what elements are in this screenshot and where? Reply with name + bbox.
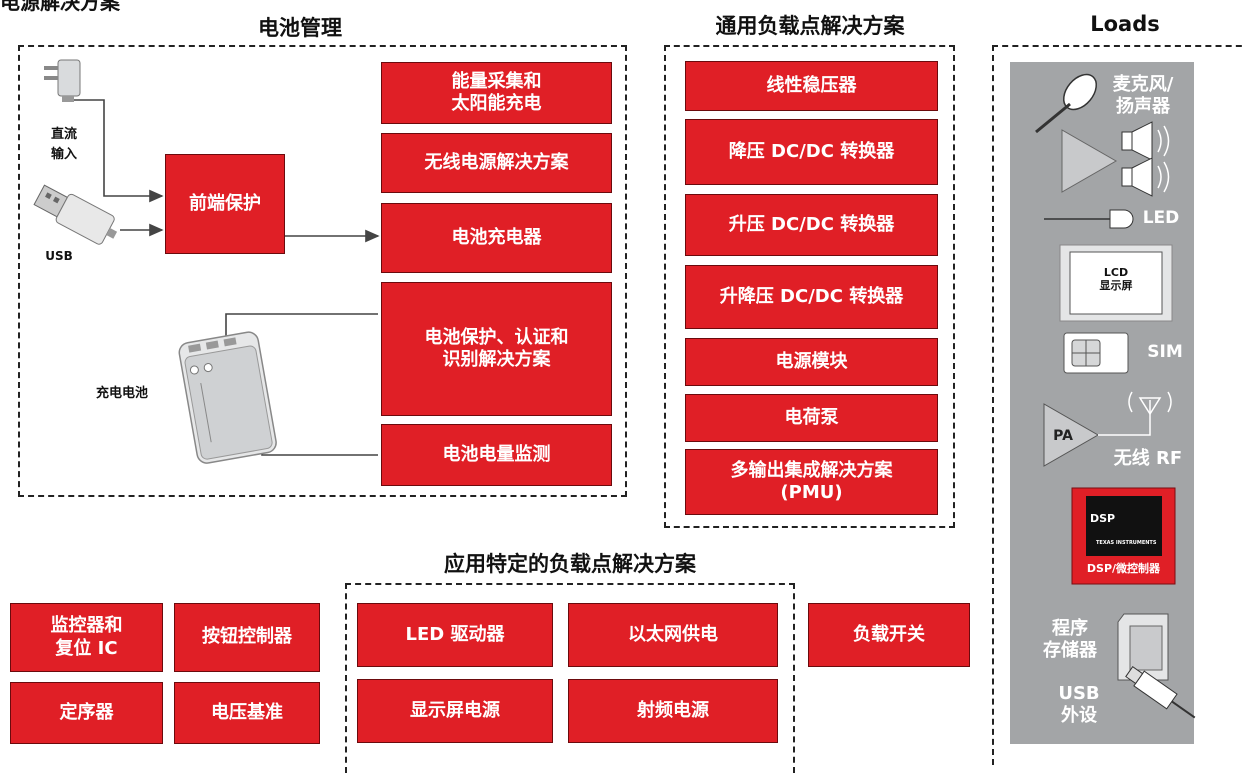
pushbutton-controller-box[interactable]: 按钮控制器 xyxy=(174,603,320,672)
boost-converter-box[interactable]: 升压 DC/DC 转换器 xyxy=(685,194,938,256)
buck-converter-box[interactable]: 降压 DC/DC 转换器 xyxy=(685,119,938,185)
buck-boost-converter-box[interactable]: 升降压 DC/DC 转换器 xyxy=(685,265,938,329)
app-pol-group-frame xyxy=(345,583,795,773)
page-title: 电源解决方案 xyxy=(0,0,120,14)
mic-speaker-label: 麦克风/ 扬声器 xyxy=(1112,74,1174,117)
sim-card-icon xyxy=(1063,332,1129,374)
usb-peripheral-label: USB 外设 xyxy=(1058,683,1100,726)
loads-section-title: Loads xyxy=(1090,12,1160,36)
usb-plug-icon xyxy=(1125,666,1196,719)
pol-section-title: 通用负载点解决方案 xyxy=(715,14,905,38)
battery-protection-box[interactable]: 电池保护、认证和 识别解决方案 xyxy=(381,282,612,416)
power-module-box[interactable]: 电源模块 xyxy=(685,338,938,386)
battery-section-title: 电池管理 xyxy=(258,16,342,40)
poe-box[interactable]: 以太网供电 xyxy=(568,603,778,667)
voltage-reference-box[interactable]: 电压基准 xyxy=(174,682,320,744)
dsp-mcu-label: DSP/微控制器 xyxy=(1086,562,1161,575)
usb-label: USB xyxy=(45,249,73,263)
front-end-protection-box[interactable]: 前端保护 xyxy=(165,154,285,254)
ti-logo-text: TEXAS INSTRUMENTS xyxy=(1096,540,1157,546)
memory-card-icon xyxy=(1117,613,1169,681)
charge-pump-box[interactable]: 电荷泵 xyxy=(685,394,938,442)
sequencer-box[interactable]: 定序器 xyxy=(10,682,163,744)
battery-group-frame xyxy=(18,45,627,497)
wireless-power-box[interactable]: 无线电源解决方案 xyxy=(381,133,612,193)
pa-amplifier-icon xyxy=(1043,391,1172,467)
lcd-label: LCD 显示屏 xyxy=(1099,266,1133,293)
speaker-icon xyxy=(1061,121,1170,197)
supervisor-reset-box[interactable]: 监控器和 复位 IC xyxy=(10,603,163,672)
fuel-gauge-box[interactable]: 电池电量监测 xyxy=(381,424,612,486)
led-label: LED xyxy=(1142,208,1180,228)
rf-power-box[interactable]: 射频电源 xyxy=(568,679,778,743)
led-icon xyxy=(1044,209,1134,229)
battery-label: 充电电池 xyxy=(95,386,148,401)
led-driver-box[interactable]: LED 驱动器 xyxy=(357,603,553,667)
pmu-box[interactable]: 多输出集成解决方案 (PMU) xyxy=(685,449,938,515)
load-switch-box[interactable]: 负载开关 xyxy=(808,603,970,667)
microphone-icon xyxy=(1035,73,1098,134)
dc-input-label: 直流 输入 xyxy=(50,127,77,162)
loads-group-frame xyxy=(992,45,1244,765)
sim-label: SIM xyxy=(1147,342,1183,362)
display-power-box[interactable]: 显示屏电源 xyxy=(357,679,553,743)
linear-regulator-box[interactable]: 线性稳压器 xyxy=(685,61,938,111)
lcd-icon xyxy=(1059,244,1173,322)
pol-group-frame xyxy=(664,45,955,528)
battery-charger-box[interactable]: 电池充电器 xyxy=(381,203,612,273)
program-memory-label: 程序 存储器 xyxy=(1043,618,1097,661)
dsp-chip-label: DSP xyxy=(1090,512,1116,525)
app-pol-section-title: 应用特定的负载点解决方案 xyxy=(444,552,696,576)
dsp-chip-icon xyxy=(1071,487,1176,585)
energy-harvest-box[interactable]: 能量采集和 太阳能充电 xyxy=(381,62,612,124)
rf-label: 无线 RF xyxy=(1113,448,1183,469)
pa-label: PA xyxy=(1053,428,1073,444)
